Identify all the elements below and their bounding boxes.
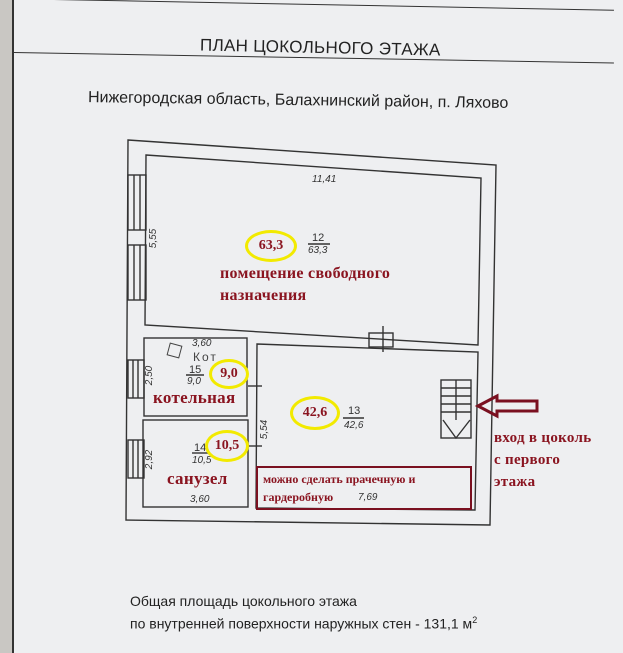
staircase [440, 379, 472, 440]
room-12-label-line1: помещение свободного [220, 265, 391, 282]
suggestion-note: можно сделать прачечную и гардеробную [256, 466, 472, 510]
room-12-area: 63,3 [308, 245, 328, 256]
room-13-walls [255, 343, 479, 511]
room-13-number: 13 [348, 405, 361, 417]
entrance-arrow-icon [474, 393, 539, 419]
dim-top-width: 11,41 [312, 174, 337, 185]
room-14-label: санузел [167, 469, 228, 488]
dim-main-height: 5,55 [148, 228, 160, 249]
handwritten-note: Кот [193, 350, 218, 364]
entrance-label-line1: вход в цоколь [494, 430, 592, 446]
page-left-edge [0, 0, 12, 653]
dim-hall-width: 7,69 [358, 492, 378, 503]
room-15-area-highlight: 9,0 [209, 359, 249, 389]
window [127, 439, 145, 479]
total-area-caption: Общая площадь цокольного этажа по внутре… [130, 592, 477, 634]
total-area-line1: Общая площадь цокольного этажа [130, 593, 357, 609]
outer-wall [125, 139, 497, 526]
window [127, 174, 147, 231]
dim-boiler-height: 2,50 [144, 365, 156, 386]
room-15-number: 15 [189, 364, 202, 376]
dim-hall-height: 5,54 [259, 419, 271, 440]
dim-bath-height: 2,92 [144, 449, 156, 470]
entrance-label-line3: этажа [494, 474, 536, 490]
room-15-label: котельная [153, 388, 236, 407]
entrance-label-line2: с первого [494, 452, 561, 468]
room-13-area: 42,6 [344, 420, 364, 431]
total-area-text: по внутренней поверхности наружных стен … [130, 615, 473, 632]
room-12-label-line2: назначения [220, 287, 307, 304]
room-12-area-highlight: 63,3 [245, 230, 297, 262]
doorway [368, 332, 394, 348]
dim-boiler-width: 3,60 [192, 338, 212, 349]
room-15-area: 9,0 [187, 376, 201, 387]
room-14-area: 10,5 [192, 455, 212, 466]
room-12-number: 12 [312, 232, 325, 244]
total-area-line2: по внутренней поверхности наружных стен … [130, 611, 477, 634]
room-14-number: 14 [194, 442, 207, 454]
room-14-area-highlight: 10,5 [205, 430, 249, 462]
window [127, 244, 147, 301]
dim-bath-width: 3,60 [190, 494, 210, 505]
window [127, 359, 145, 399]
room-13-area-highlight: 42,6 [290, 396, 340, 430]
square-superscript: 2 [472, 615, 478, 625]
plan-sheet [12, 0, 623, 653]
room-14-walls [142, 419, 249, 508]
